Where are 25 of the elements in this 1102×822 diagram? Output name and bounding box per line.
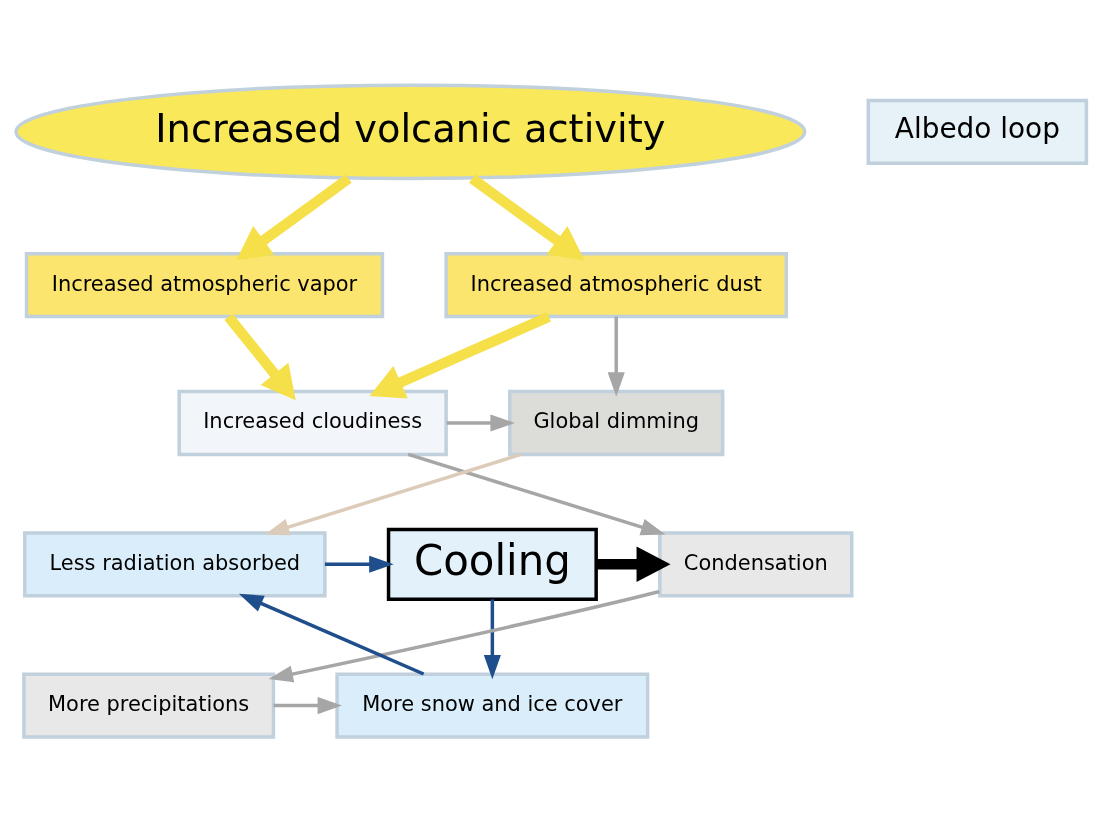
node-box: Albedo loop [866,98,1089,165]
arrow [264,452,522,536]
arrow [224,313,296,401]
node-box: Increased atmospheric vapor [24,252,385,319]
arrow [273,697,343,715]
node-box: Less radiation absorbed [23,531,327,598]
arrow [238,593,425,676]
node-box: Condensation [658,531,854,598]
node-box: Cooling [386,527,598,601]
arrow [369,311,551,399]
node-box: Increased atmospheric dust [444,252,789,319]
arrow [268,589,660,683]
arrow [469,174,585,261]
node-box: More precipitations [22,672,276,739]
node-box: More snow and ice cover [335,672,650,739]
arrow [324,555,394,573]
arrow [607,316,625,397]
node-box: Increased cloudiness [177,389,448,457]
arrow [446,414,515,432]
node-ellipse: Increased volcanic activity [14,83,807,181]
node-box: Global dimming [508,389,725,457]
arrow [407,452,666,536]
arrow [236,174,352,261]
arrow [596,546,671,583]
arrow [483,599,501,680]
